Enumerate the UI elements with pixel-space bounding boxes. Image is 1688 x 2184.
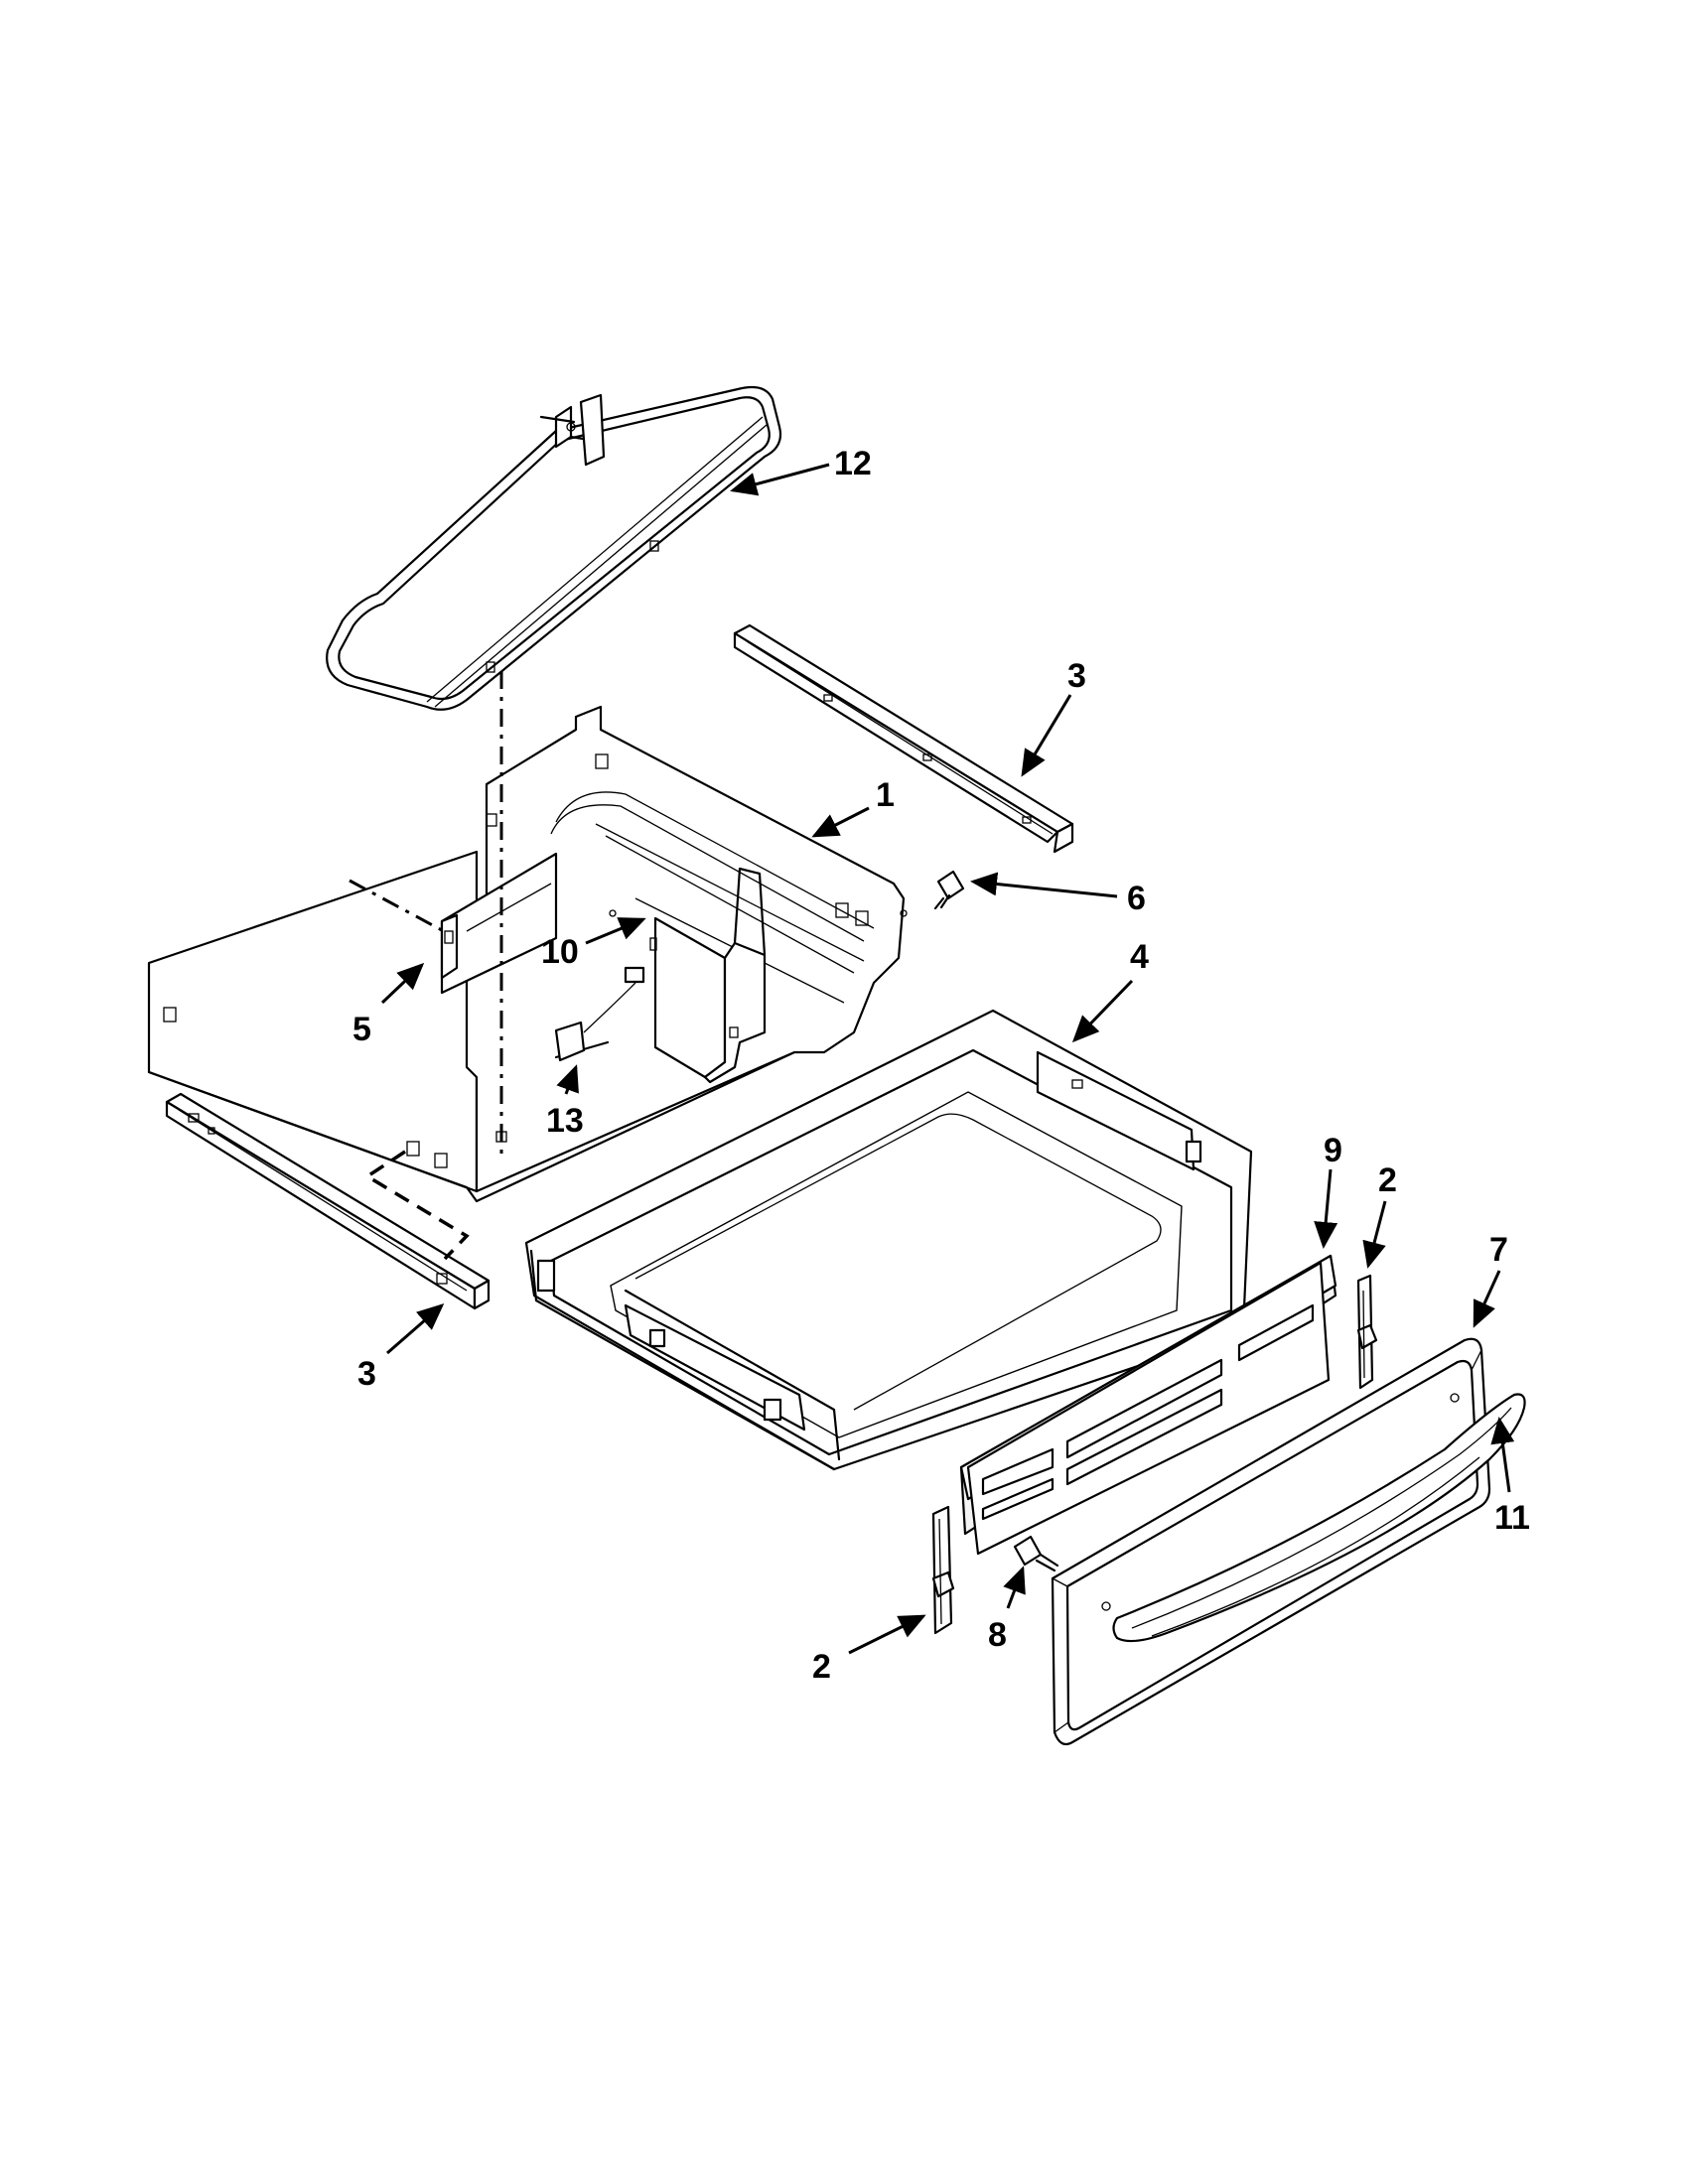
callout-7: 7 <box>1489 1231 1508 1269</box>
callout-13: 13 <box>546 1102 584 1140</box>
callout-4: 4 <box>1130 938 1149 976</box>
screw-part-8 <box>1013 1535 1059 1572</box>
drawer-slide-rail-lower <box>165 1092 491 1310</box>
drawer-front-panel-part <box>1051 1337 1491 1746</box>
assembly-line-baffle <box>349 879 443 932</box>
drawer-slide-rail-upper <box>733 623 1074 854</box>
callout-8: 8 <box>988 1616 1007 1654</box>
callout-1: 1 <box>876 776 895 814</box>
callout-6: 6 <box>1127 880 1146 917</box>
sensor-bracket-part <box>649 867 767 1084</box>
bake-element-part <box>326 385 782 711</box>
screw-part-6 <box>933 870 965 910</box>
callout-2-lower: 2 <box>812 1648 831 1686</box>
callout-11: 11 <box>1494 1499 1530 1537</box>
baffle-bracket-part <box>440 852 558 995</box>
callout-3-lower: 3 <box>357 1355 376 1393</box>
temperature-sensor-part <box>554 966 645 1062</box>
callout-9: 9 <box>1324 1132 1342 1169</box>
callout-2-upper: 2 <box>1378 1161 1397 1199</box>
drawer-inner-panel-part <box>959 1254 1337 1556</box>
callout-12: 12 <box>834 445 872 482</box>
callout-5: 5 <box>352 1011 371 1048</box>
drawer-slide-bracket-upper <box>1356 1274 1378 1390</box>
drawer-handle-part <box>1112 1393 1526 1643</box>
callout-3-upper: 3 <box>1067 657 1086 695</box>
drawer-part <box>524 1009 1253 1471</box>
callout-leaders <box>380 463 1515 1655</box>
drawer-slide-bracket-lower <box>931 1505 955 1635</box>
callout-10: 10 <box>541 933 579 971</box>
